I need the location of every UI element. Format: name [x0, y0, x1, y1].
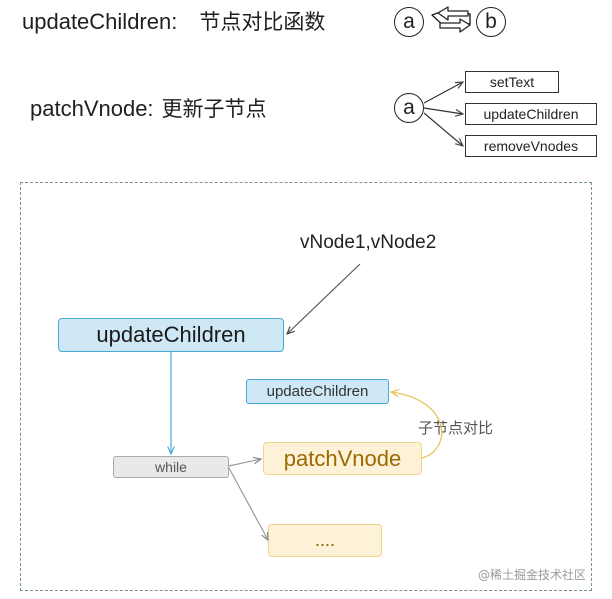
branch-arrow-remove-vnodes [423, 112, 463, 146]
legend-circle-a: a [394, 7, 424, 37]
branch-arrow-set-text [423, 82, 463, 104]
child-compare-label: 子节点对比 [418, 419, 494, 437]
exchange-arrows-icon [437, 6, 471, 33]
bidirectional-arrow-icon [431, 9, 471, 29]
patch-vnode-node: patchVnode [263, 442, 422, 475]
branch-target-set-text: setText [465, 71, 559, 93]
while-loop-node: while [113, 456, 229, 478]
input-vnodes-label: vNode1,vNode2 [300, 232, 437, 253]
patch-vnode-description: 更新子节点 [161, 97, 267, 121]
update-children-definition: updateChildren: 节点对比函数 [22, 6, 325, 36]
branch-target-remove-vnodes: removeVnodes [465, 135, 597, 157]
branch-arrow-update-children [423, 107, 463, 114]
update-children-description: 节点对比函数 [199, 10, 326, 34]
branch-circle-a: a [394, 93, 424, 123]
patch-vnode-definition: patchVnode: 更新子节点 [30, 93, 267, 123]
watermark-text: @稀土掘金技术社区 [478, 568, 587, 582]
recursive-update-children-node: updateChildren [246, 379, 389, 404]
legend-circle-b: b [476, 7, 506, 37]
patch-vnode-term: patchVnode: [30, 96, 154, 121]
more-steps-node: .... [268, 524, 382, 557]
update-children-node: updateChildren [58, 318, 284, 352]
branch-target-update-children: updateChildren [465, 103, 597, 125]
update-children-term: updateChildren: [22, 9, 178, 34]
flow-frame [20, 182, 592, 591]
